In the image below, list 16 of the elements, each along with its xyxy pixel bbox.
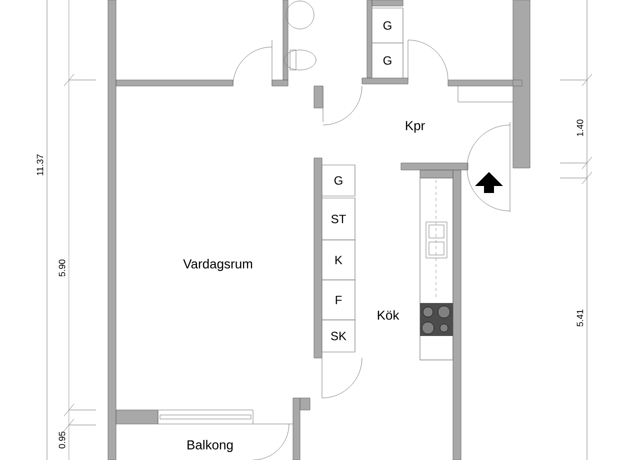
- room-label: Vardagsrum: [183, 258, 252, 272]
- cabinet-box: G: [322, 164, 356, 196]
- cabinet-box: G: [372, 42, 404, 78]
- dimension-label: 1.40: [576, 120, 584, 136]
- cabinet-box: ST: [322, 198, 356, 240]
- dimension-label: 0.95: [58, 432, 66, 448]
- room-label: Kök: [378, 310, 400, 320]
- cabinet-box: K: [322, 240, 356, 280]
- cabinet-box: SK: [322, 320, 356, 352]
- dimension-label: 5.90: [58, 260, 66, 276]
- room-label: Balkong: [188, 440, 233, 452]
- dimension-label: 11.37: [36, 154, 44, 176]
- dimension-label: 5.41: [576, 310, 584, 326]
- cabinet-box: F: [322, 280, 356, 320]
- cabinet-box: G: [372, 8, 404, 44]
- room-label: Kpr: [406, 121, 425, 133]
